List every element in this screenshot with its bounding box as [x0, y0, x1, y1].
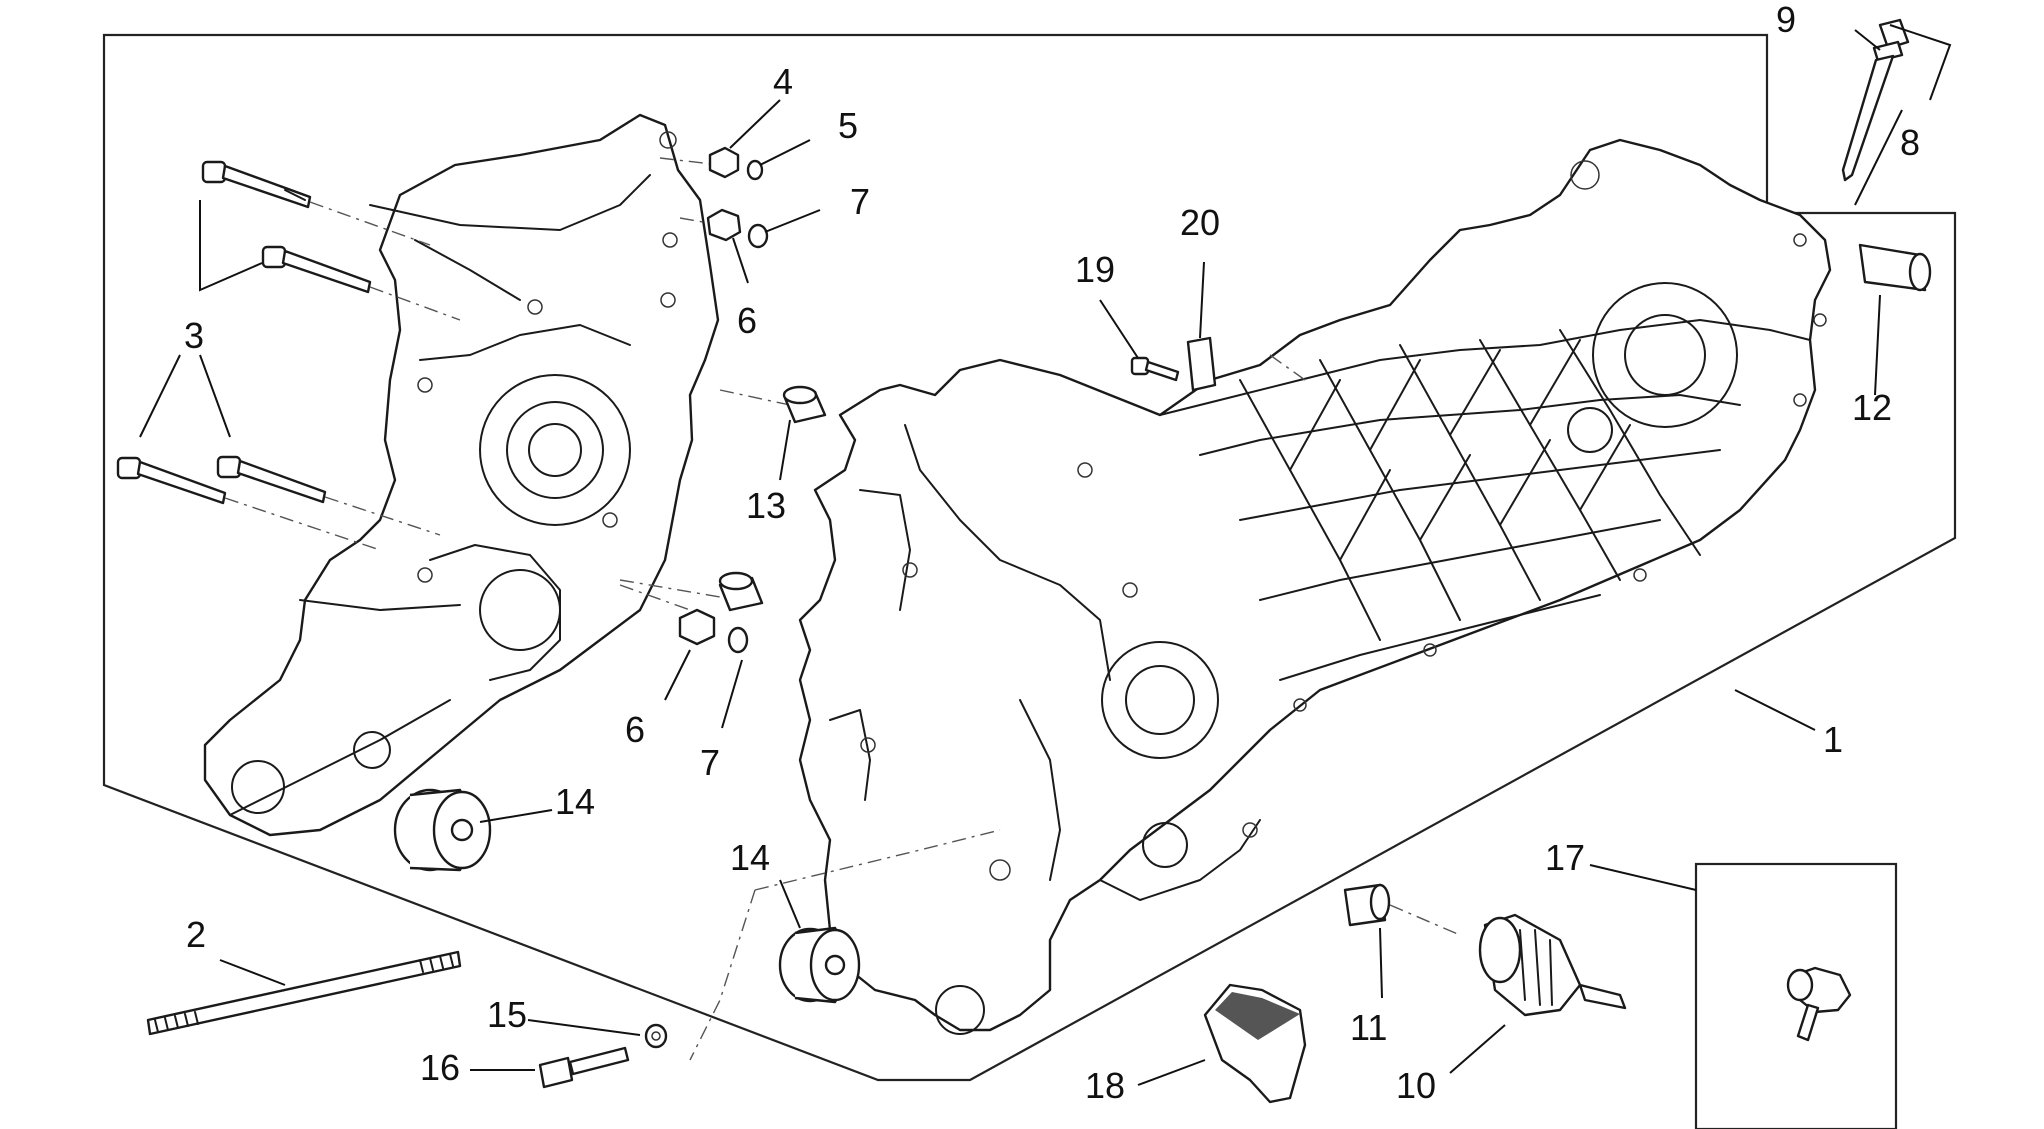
callout-14-right: 14 [730, 837, 770, 878]
bolt-2 [261, 245, 372, 294]
main-crankcase [798, 138, 1832, 1035]
bolt-4 [216, 455, 327, 504]
washer-15 [644, 1023, 668, 1049]
callout-6-bottom: 6 [625, 709, 645, 750]
callout-7-top: 7 [850, 181, 870, 222]
callout-18: 18 [1085, 1065, 1125, 1106]
callout-19: 19 [1075, 249, 1115, 290]
callout-6-top: 6 [737, 300, 757, 341]
callout-7-bottom: 7 [700, 742, 720, 783]
callout-15: 15 [487, 994, 527, 1035]
washer-7-bottom [727, 626, 749, 654]
callout-11: 11 [1350, 1007, 1387, 1048]
callout-4: 4 [773, 61, 793, 102]
bush-11 [1343, 883, 1391, 927]
callout-9: 9 [1776, 0, 1796, 40]
callout-10: 10 [1396, 1065, 1436, 1106]
left-crankcase-half [203, 113, 720, 837]
plate-20 [1186, 336, 1217, 392]
crankcase-bolts [116, 160, 372, 505]
inset-box-17 [1694, 862, 1898, 1129]
bearing-14-right [778, 926, 861, 1004]
nut-4 [708, 146, 740, 179]
cover-18 [1203, 983, 1307, 1104]
dipstick [1841, 18, 1910, 182]
callout-1: 1 [1823, 719, 1843, 760]
callout-16: 16 [420, 1047, 460, 1088]
callout-3: 3 [184, 315, 204, 356]
nut-6-bottom [678, 608, 716, 646]
nut-6-top [706, 208, 742, 242]
alignment-lines [224, 157, 1461, 1061]
leader-lines [139, 24, 1952, 1086]
callout-20: 20 [1180, 202, 1220, 243]
bush-12 [1858, 243, 1932, 292]
washer-7-top [747, 223, 769, 249]
callout-12: 12 [1852, 387, 1892, 428]
starter-pinion-10 [1478, 913, 1627, 1017]
callout-14-left: 14 [555, 781, 595, 822]
callout-8: 8 [1900, 122, 1920, 163]
bearing-14-left [393, 788, 492, 872]
callout-2: 2 [186, 914, 206, 955]
assembly-frame [102, 33, 1957, 1082]
callout-labels: 1 2 3 4 5 6 7 6 7 8 9 10 11 12 13 14 14 … [184, 0, 1920, 1106]
washer-5 [746, 159, 764, 181]
callout-5: 5 [838, 105, 858, 146]
small-fasteners [678, 146, 1932, 927]
screw-19 [1130, 356, 1180, 382]
callout-17: 17 [1545, 837, 1585, 878]
drain-plug-16 [538, 1046, 630, 1089]
bolt-1 [201, 160, 312, 209]
stud-2 [146, 950, 462, 1036]
bolt-3 [116, 456, 227, 505]
bush-13-bottom [718, 571, 764, 612]
bush-13-top [782, 385, 827, 424]
callout-13: 13 [746, 485, 786, 526]
